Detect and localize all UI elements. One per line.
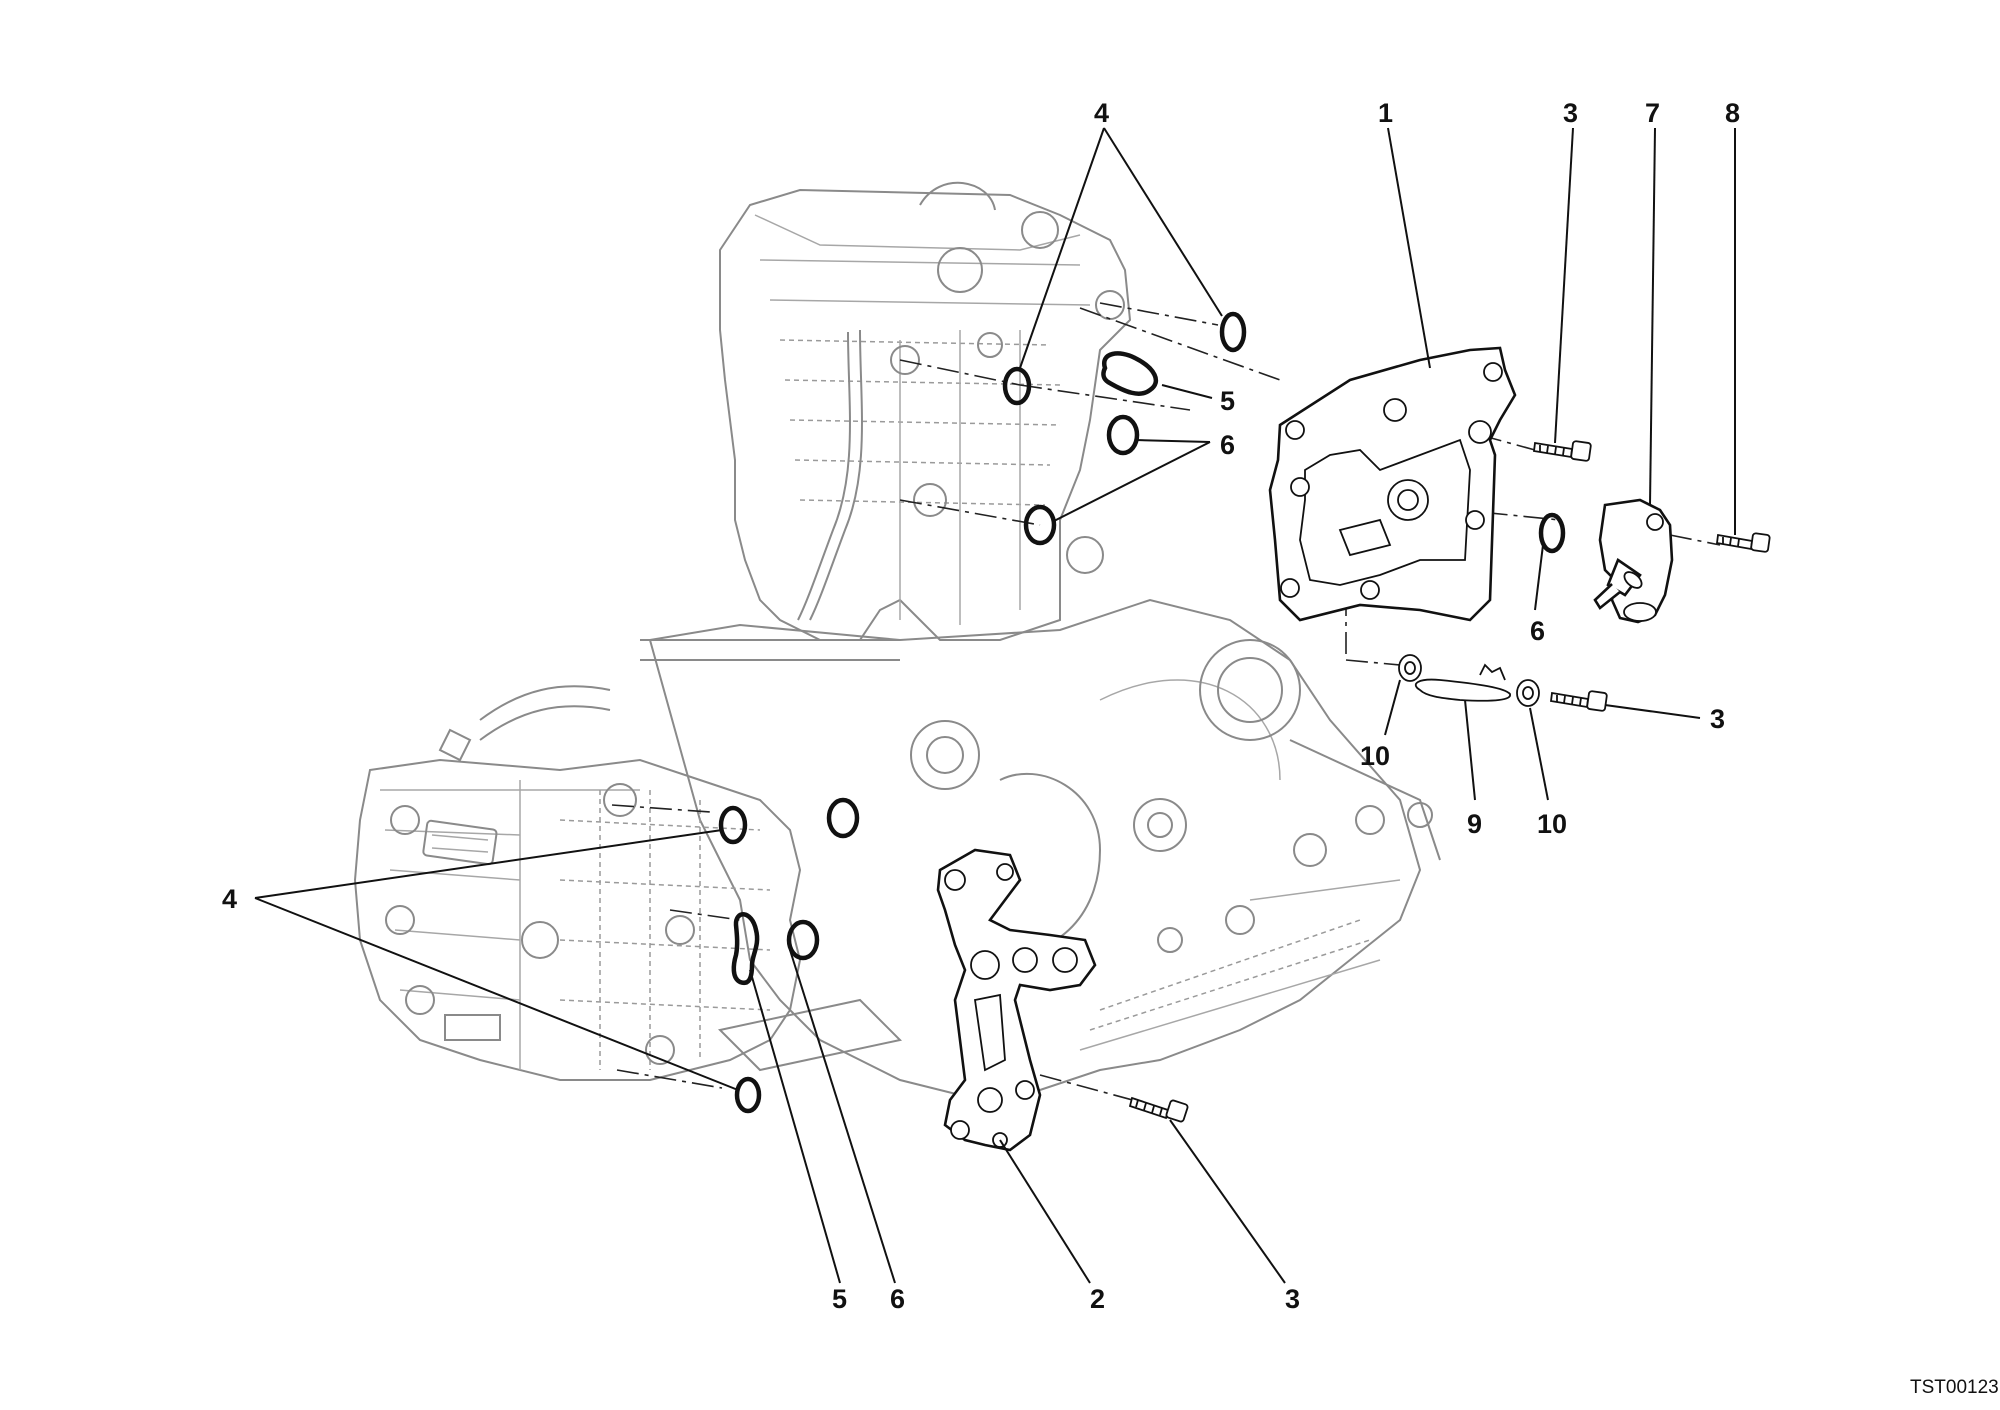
part-4-o-ring-front-a <box>718 805 748 845</box>
part-6-o-ring-front-bottom <box>786 919 820 961</box>
callout-5-top: 5 <box>1220 386 1235 416</box>
callout-3-top: 3 <box>1563 98 1578 128</box>
callout-7: 7 <box>1645 98 1660 128</box>
part-6-o-ring-top-a <box>1106 414 1140 456</box>
part-3-screw-upper <box>1532 440 1592 462</box>
part-6-o-ring-front-top <box>826 797 860 839</box>
part-6-o-ring-right <box>1538 512 1566 554</box>
callout-3-middle: 3 <box>1710 704 1725 734</box>
callout-labels: 4 1 3 7 8 5 6 6 3 10 9 10 4 5 6 2 3 <box>222 98 1740 1314</box>
callout-1: 1 <box>1378 98 1393 128</box>
callout-10-right: 10 <box>1537 809 1567 839</box>
leader-lines <box>254 127 1736 1284</box>
callout-4-top: 4 <box>1094 98 1109 128</box>
part-7-water-fitting <box>1593 498 1674 624</box>
drawing-code: TST00123 <box>1910 1377 1999 1398</box>
part-8-screw <box>1716 532 1771 553</box>
part-4-o-ring-front-b <box>734 1076 762 1114</box>
part-9-hose-clip <box>1414 663 1511 702</box>
part-5-gasket-top <box>1101 351 1159 396</box>
part-1-upper-cover <box>1268 346 1517 622</box>
engine-illustration <box>353 181 1441 1102</box>
callout-5-bottom: 5 <box>832 1284 847 1314</box>
callout-6-top: 6 <box>1220 430 1235 460</box>
part-4-o-ring-top-center <box>1002 366 1032 406</box>
assembly-axis-lines <box>611 302 1721 1103</box>
part-3-screw-middle <box>1549 690 1608 712</box>
callout-9: 9 <box>1467 809 1482 839</box>
callout-6-bottom: 6 <box>890 1284 905 1314</box>
callout-8: 8 <box>1725 98 1740 128</box>
part-10-washer-left <box>1398 654 1422 682</box>
callout-2: 2 <box>1090 1284 1105 1314</box>
part-4-o-ring-top-right <box>1219 311 1247 353</box>
callout-6-right: 6 <box>1530 616 1545 646</box>
part-2-lower-cover <box>936 848 1097 1152</box>
part-5-gasket-front <box>731 912 760 985</box>
part-3-screw-lower <box>1128 1096 1189 1123</box>
part-6-o-ring-top-b <box>1023 504 1057 546</box>
callout-3-bottom: 3 <box>1285 1284 1300 1314</box>
part-10-washer-right <box>1516 679 1540 707</box>
callout-10-left: 10 <box>1360 741 1390 771</box>
callout-4-left: 4 <box>222 884 237 914</box>
